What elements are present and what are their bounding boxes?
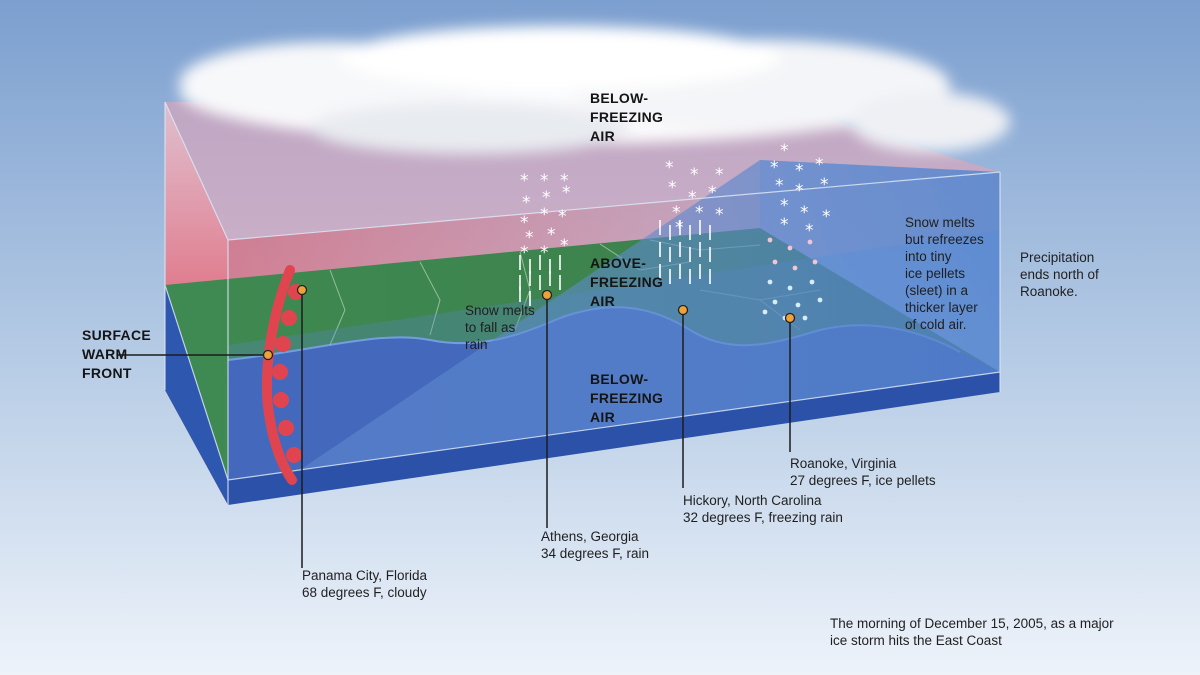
label-snow-refreezes: Snow melts but refreezes into tiny ice p… <box>905 215 984 332</box>
location-hickory: Hickory, North Carolina 32 degrees F, fr… <box>683 493 843 525</box>
warm-front-bump <box>281 310 297 326</box>
ice-pellet <box>762 309 768 315</box>
label-surface-warm-front: SURFACE WARM FRONT <box>82 327 151 381</box>
cold-air-wedge-front <box>228 230 1000 480</box>
snowflake-icon: * <box>780 141 789 161</box>
snowflake-icon: * <box>805 221 814 241</box>
snowflake-icon: * <box>780 196 789 216</box>
box-base-left <box>165 285 228 505</box>
caption: The morning of December 15, 2005, as a m… <box>830 616 1114 648</box>
marker-warm-front <box>262 349 274 361</box>
snowflake-icon: * <box>800 203 809 223</box>
snowflake-icon: * <box>795 161 804 181</box>
ice-pellet <box>772 259 778 265</box>
snowflake-icon: * <box>672 203 681 223</box>
snowflake-icon: * <box>668 178 677 198</box>
snowflake-icon: * <box>525 228 534 248</box>
leader-lines <box>118 290 791 568</box>
cloud <box>180 26 1010 154</box>
ice-pellet <box>767 279 773 285</box>
snowflake-icon: * <box>560 171 569 191</box>
marker-panama-city <box>296 284 308 296</box>
snowflake-icon: * <box>795 181 804 201</box>
snowflake-icon: * <box>547 225 556 245</box>
snowflake-icon: * <box>688 188 697 208</box>
precipitation: ************************************ <box>519 141 831 321</box>
warm-front-bump <box>278 420 294 436</box>
snowflake-icon: * <box>770 158 779 178</box>
snowflake-icon: * <box>520 171 529 191</box>
location-athens: Athens, Georgia 34 degrees F, rain <box>541 529 650 561</box>
snowflake-icon: * <box>820 175 829 195</box>
snowflake-icon: * <box>708 183 717 203</box>
ice-pellet <box>795 302 801 308</box>
ice-pellet <box>787 245 793 251</box>
ice-pellet <box>802 315 808 321</box>
ice-pellet <box>787 285 793 291</box>
box-right-wall <box>760 160 1000 372</box>
warm-front-bump <box>272 364 288 380</box>
snowflake-icon: * <box>775 176 784 196</box>
warm-front-bump <box>286 447 302 463</box>
snowflake-icon: * <box>540 243 549 263</box>
snowflake-icon: * <box>540 205 549 225</box>
snowflake-icon: * <box>665 158 674 178</box>
label-below-freezing-bottom: BELOW- FREEZING AIR <box>590 371 664 425</box>
label-precip-ends: Precipitation ends north of Roanoke. <box>1020 250 1099 299</box>
ice-pellet <box>812 259 818 265</box>
warm-front-line <box>261 265 297 485</box>
ice-pellet <box>792 265 798 271</box>
snowflake-icon: * <box>560 236 569 256</box>
snowflake-icon: * <box>542 188 551 208</box>
marker-athens <box>541 289 553 301</box>
marker-hickory <box>677 304 689 316</box>
snowflake-icon: * <box>562 183 571 203</box>
snowflake-icon: * <box>522 193 531 213</box>
snowflake-icon: * <box>520 243 529 263</box>
warm-front-bump <box>273 392 289 408</box>
ice-pellet <box>767 237 773 243</box>
warm-front-symbols <box>272 284 304 463</box>
snowflake-icon: * <box>520 213 529 233</box>
snowflake-icon: * <box>558 207 567 227</box>
label-below-freezing-top: BELOW- FREEZING AIR <box>590 90 664 144</box>
ice-pellet <box>817 297 823 303</box>
marker-roanoke <box>784 312 796 324</box>
snowflake-icon: * <box>695 203 704 223</box>
snowflake-icon: * <box>690 165 699 185</box>
location-markers <box>262 284 796 361</box>
warm-front-bump <box>275 336 291 352</box>
snowflake-icon: * <box>780 215 789 235</box>
box-edges <box>164 101 1001 505</box>
box-base-front <box>228 372 1000 505</box>
location-panama-city: Panama City, Florida 68 degrees F, cloud… <box>302 568 428 600</box>
location-roanoke: Roanoke, Virginia 27 degrees F, ice pell… <box>790 456 936 488</box>
ice-pellet <box>809 279 815 285</box>
snowflake-icon: * <box>715 205 724 225</box>
snowflake-icon: * <box>815 155 824 175</box>
snowflake-icon: * <box>715 165 724 185</box>
ice-pellet <box>772 299 778 305</box>
snowflake-icon: * <box>822 207 831 227</box>
label-snow-melts-rain: Snow melts to fall as rain <box>465 303 535 352</box>
snowflake-icon: * <box>540 171 549 191</box>
ice-pellet <box>807 239 813 245</box>
label-above-freezing: ABOVE- FREEZING AIR <box>590 255 664 309</box>
